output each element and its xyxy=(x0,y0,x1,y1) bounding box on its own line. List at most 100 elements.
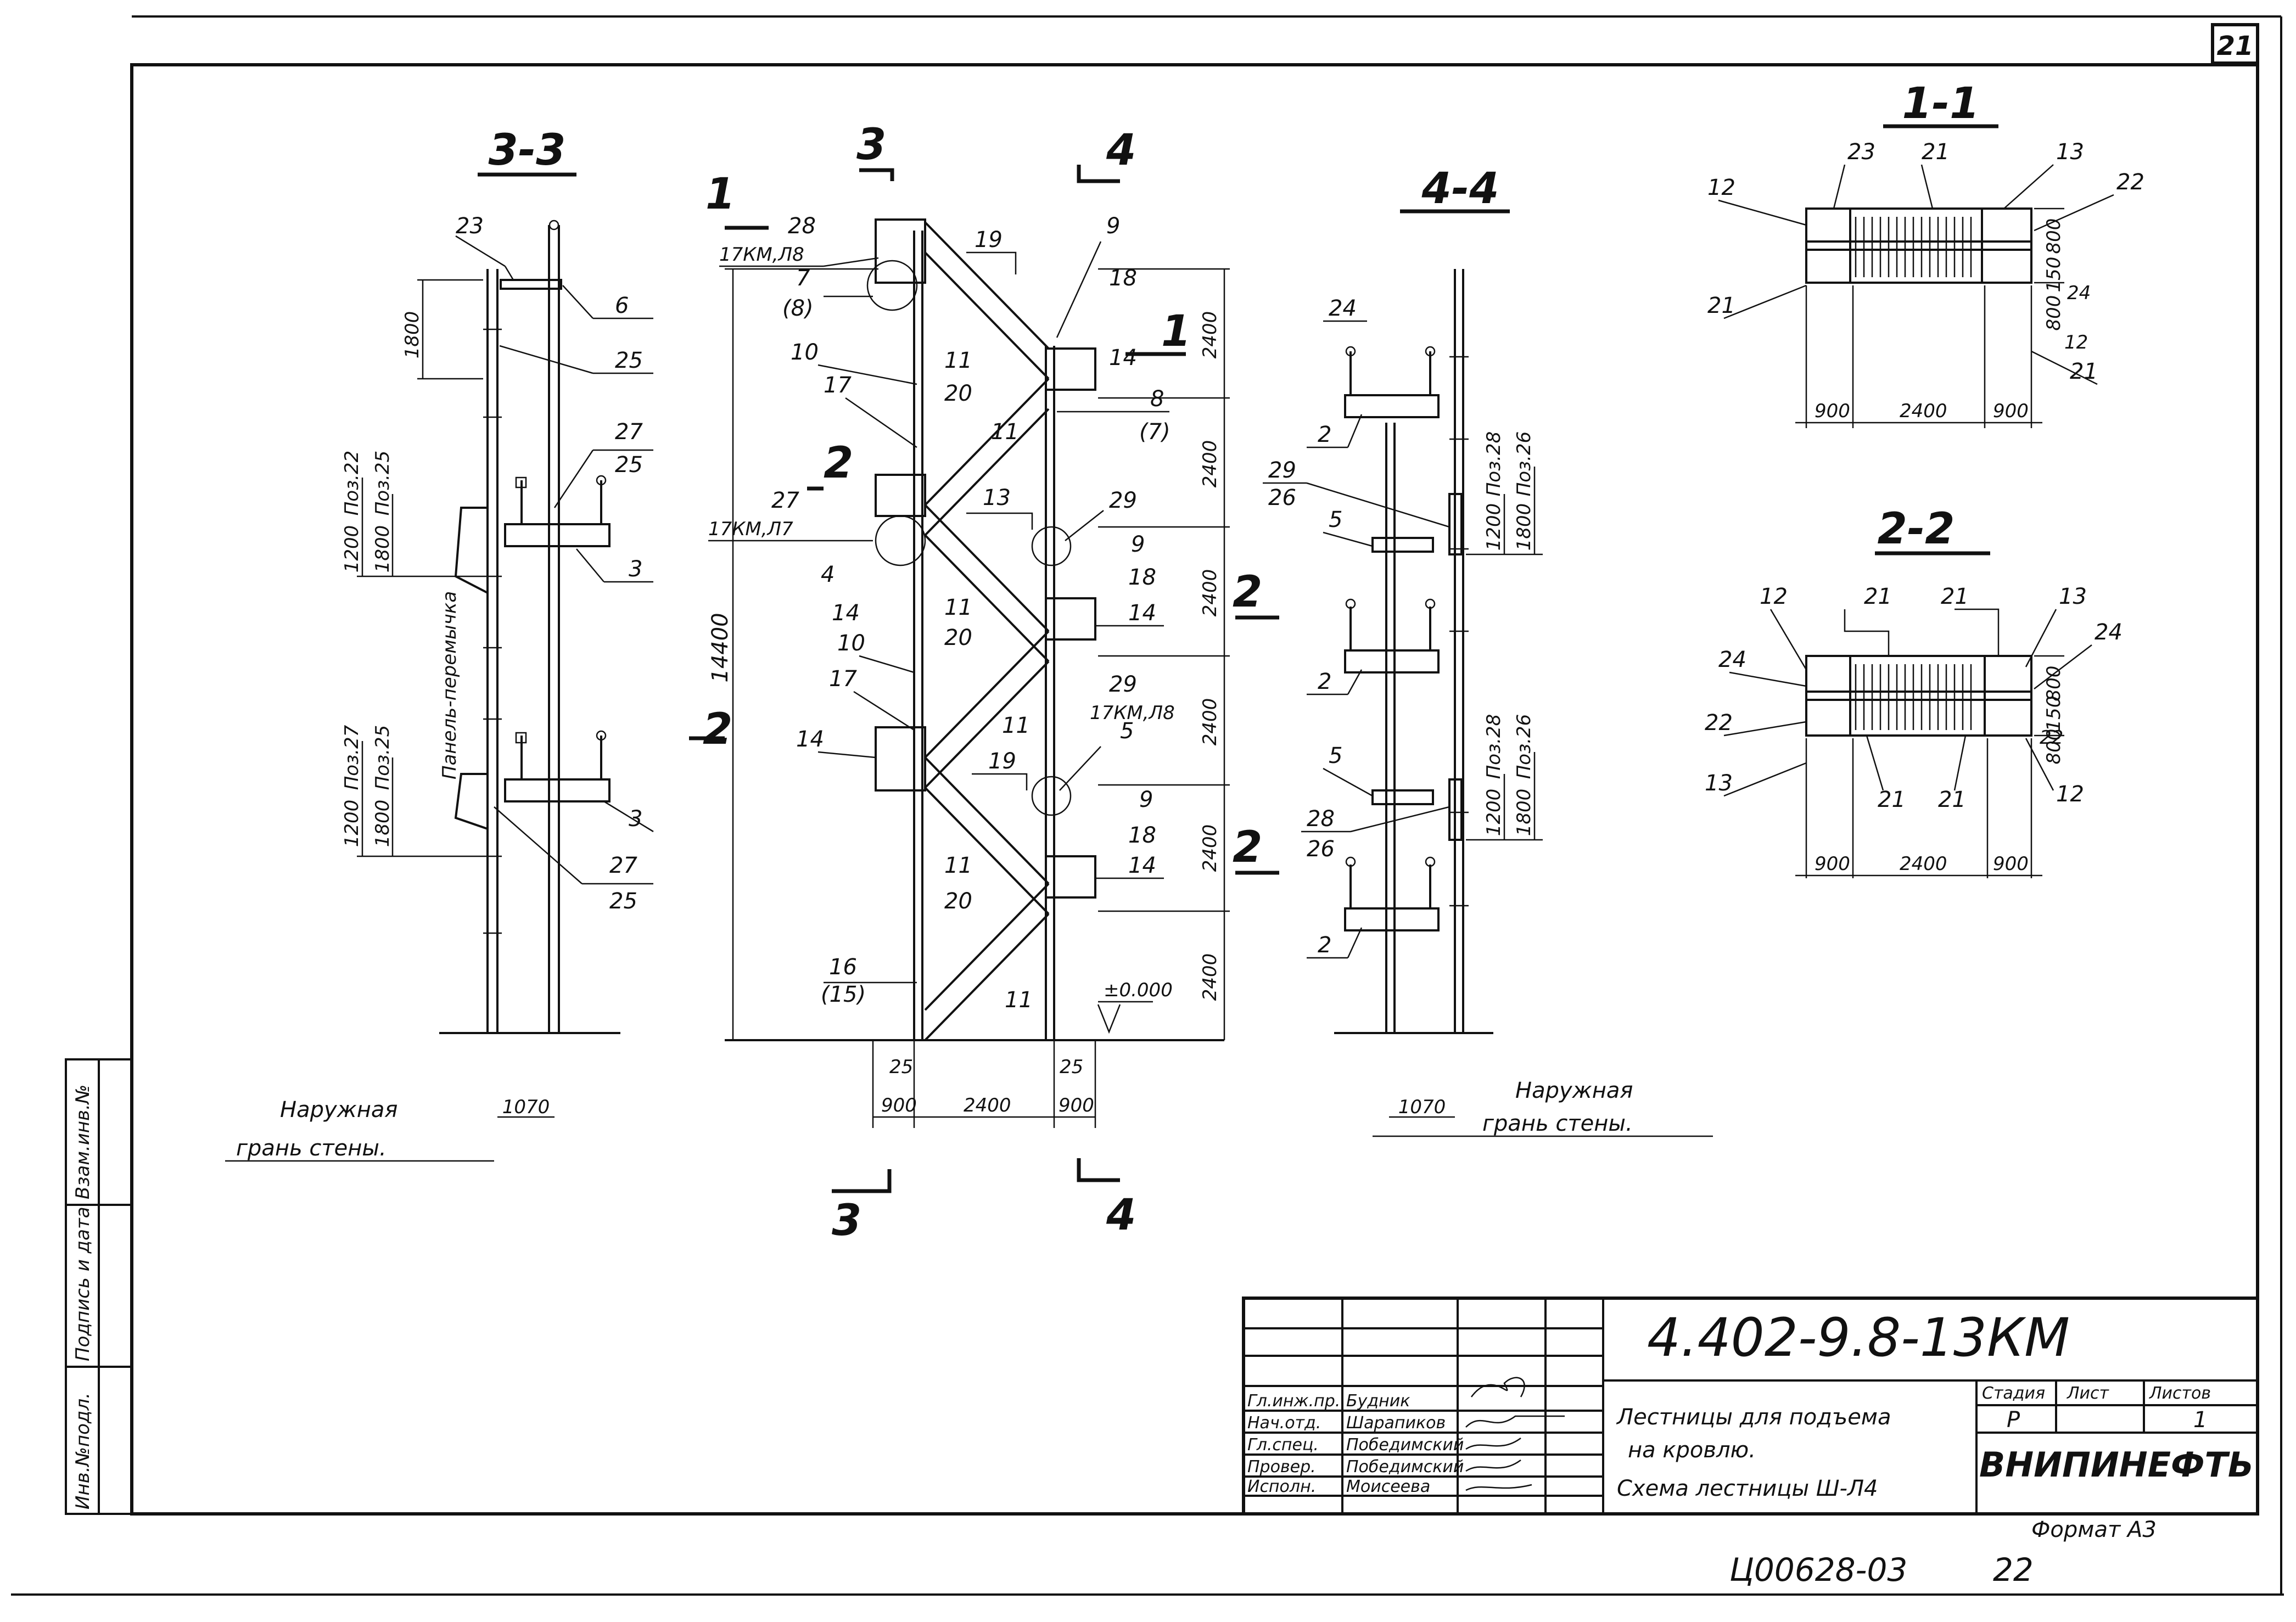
main-label-17a: 17 xyxy=(824,373,852,398)
main-label-20a: 20 xyxy=(944,381,972,406)
s44-wall-note-2: грань стены. xyxy=(1482,1111,1633,1136)
s33-pos-25b: Поз.25 xyxy=(372,725,394,790)
s44-label-2a: 2 xyxy=(1318,422,1331,447)
s44-dim-1200a: 1200 xyxy=(1483,503,1505,551)
stage-value: Р xyxy=(2007,1407,2020,1433)
s33-dim-1800b: 1800 xyxy=(372,525,394,573)
s22-label-12a: 12 xyxy=(1760,584,1788,609)
strip-sign: Подпись и дата xyxy=(72,1206,94,1361)
s22-dim-150: 150 xyxy=(2043,696,2065,732)
s44-pos-26a: Поз.26 xyxy=(1513,431,1535,497)
main-label-18a: 18 xyxy=(1109,266,1137,291)
s11-label-21b: 21 xyxy=(1707,293,1735,318)
main-level-h6: 2400 xyxy=(1199,953,1221,1001)
section-1-1-title: 1-1 xyxy=(1902,79,1980,128)
s44-label-5a: 5 xyxy=(1329,507,1342,532)
cut-2-upper-left: 2 xyxy=(824,439,853,488)
s44-pos-28b: Поз.28 xyxy=(1483,714,1505,779)
main-label-9c: 9 xyxy=(1139,787,1153,812)
s11-dim-800b: 800 xyxy=(2043,295,2065,331)
s11-tread-hatch xyxy=(1855,217,1972,277)
s33-panel-label: Панель-перемычка xyxy=(439,591,461,779)
s22-dim-800a: 800 xyxy=(2043,666,2065,701)
main-level-h4: 2400 xyxy=(1199,698,1221,746)
main-label-17b: 17 xyxy=(829,666,857,692)
main-label-10a: 10 xyxy=(791,340,819,365)
s44-label-2b: 2 xyxy=(1318,669,1331,694)
section-3-3-title: 3-3 xyxy=(489,126,566,175)
s11-label-24: 24 xyxy=(2067,282,2091,304)
s44-label-29: 29 xyxy=(1268,458,1296,483)
section-3-3: 3-3 23 6 xyxy=(225,126,654,1162)
s33-wall-note-2: грань стены. xyxy=(236,1136,387,1161)
title-line-3: Схема лестницы Ш-Л4 xyxy=(1617,1476,1878,1501)
sig-name-4: Победимский xyxy=(1346,1457,1464,1477)
main-label-11e: 11 xyxy=(944,853,972,878)
main-label-20c: 20 xyxy=(944,889,972,914)
main-label-19b: 19 xyxy=(988,749,1016,774)
main-dim-25a: 25 xyxy=(889,1056,913,1078)
s33-label-23: 23 xyxy=(456,214,484,239)
section-2-2: 2-2 900 2400 900 800 150 800 12 21 xyxy=(1705,504,2123,878)
sheets-label: Листов xyxy=(2149,1384,2211,1403)
s44-label-5b: 5 xyxy=(1329,743,1342,768)
main-label-11c: 11 xyxy=(944,595,972,620)
main-label-10b: 10 xyxy=(837,631,865,656)
s22-dim-900a: 900 xyxy=(1815,853,1850,875)
main-level-zero: ±0.000 xyxy=(1104,979,1173,1001)
sig-name-5: Моисеева xyxy=(1346,1477,1430,1496)
title-line-1: Лестницы для подъема xyxy=(1616,1405,1891,1430)
s11-label-23: 23 xyxy=(1847,139,1875,165)
strip-replace: Взам.инв.№ xyxy=(72,1085,94,1199)
s44-label-24: 24 xyxy=(1329,296,1357,321)
s22-label-13b: 13 xyxy=(1705,771,1733,796)
main-note-17km-l7: 17КМ,Л7 xyxy=(708,518,793,540)
s22-label-21b: 21 xyxy=(1941,584,1969,609)
s22-label-24b: 24 xyxy=(2095,620,2123,645)
main-label-8: 8 xyxy=(1150,386,1164,412)
sig-role-2: Нач.отд. xyxy=(1247,1413,1321,1433)
main-label-8p: (8) xyxy=(782,296,814,321)
main-label-27: 27 xyxy=(771,488,799,513)
footer-code: Ц00628-03 xyxy=(1729,1551,1907,1589)
s33-label-27a: 27 xyxy=(615,419,643,445)
s44-label-26b: 26 xyxy=(1307,837,1335,862)
main-label-9b: 9 xyxy=(1131,532,1145,557)
s33-dim-1800c: 1800 xyxy=(372,800,394,848)
main-label-13: 13 xyxy=(983,485,1011,510)
section-4-4-title: 4-4 xyxy=(1421,164,1499,214)
s33-wall-note-1: Наружная xyxy=(280,1097,397,1123)
s22-label-13a: 13 xyxy=(2059,584,2087,609)
cut-3-top: 3 xyxy=(856,120,886,170)
main-level-h3: 2400 xyxy=(1199,569,1221,617)
cut-1-right: 1 xyxy=(1161,307,1191,356)
main-label-11a: 11 xyxy=(944,348,972,373)
s22-tread-hatch xyxy=(1855,664,1972,730)
sig-role-3: Гл.спец. xyxy=(1247,1435,1319,1455)
s33-pos-27: Поз.27 xyxy=(341,725,363,790)
title-line-2: на кровлю. xyxy=(1628,1438,1756,1463)
main-label-18b: 18 xyxy=(1128,565,1156,590)
main-label-18c: 18 xyxy=(1128,823,1156,848)
main-label-15p: (15) xyxy=(821,982,866,1007)
sig-name-1: Будник xyxy=(1346,1391,1410,1411)
section-2-2-title: 2-2 xyxy=(1878,504,1955,554)
sig-name-3: Победимский xyxy=(1346,1435,1464,1455)
s22-label-22b: 22 xyxy=(2040,727,2063,749)
main-label-14e: 14 xyxy=(1128,853,1156,878)
main-label-9a: 9 xyxy=(1106,214,1120,239)
s11-label-22: 22 xyxy=(2116,170,2144,195)
main-label-28: 28 xyxy=(788,214,816,239)
s33-dim-1200b: 1200 xyxy=(341,800,363,848)
s22-dim-2400: 2400 xyxy=(1900,853,1947,875)
format-note: Формат А3 xyxy=(2031,1517,2157,1542)
main-label-14b: 14 xyxy=(796,727,824,752)
s44-dim-1800a: 1800 xyxy=(1513,503,1535,551)
main-label-11d: 11 xyxy=(1002,713,1030,738)
left-strip: Инв.№подл. Подпись и дата Взам.инв.№ xyxy=(65,1058,133,1515)
s44-pos-26b: Поз.26 xyxy=(1513,714,1535,779)
s33-label-25c: 25 xyxy=(609,889,637,914)
s33-label-25a: 25 xyxy=(615,348,643,373)
sheet-frame: 21 xyxy=(11,15,2284,1596)
